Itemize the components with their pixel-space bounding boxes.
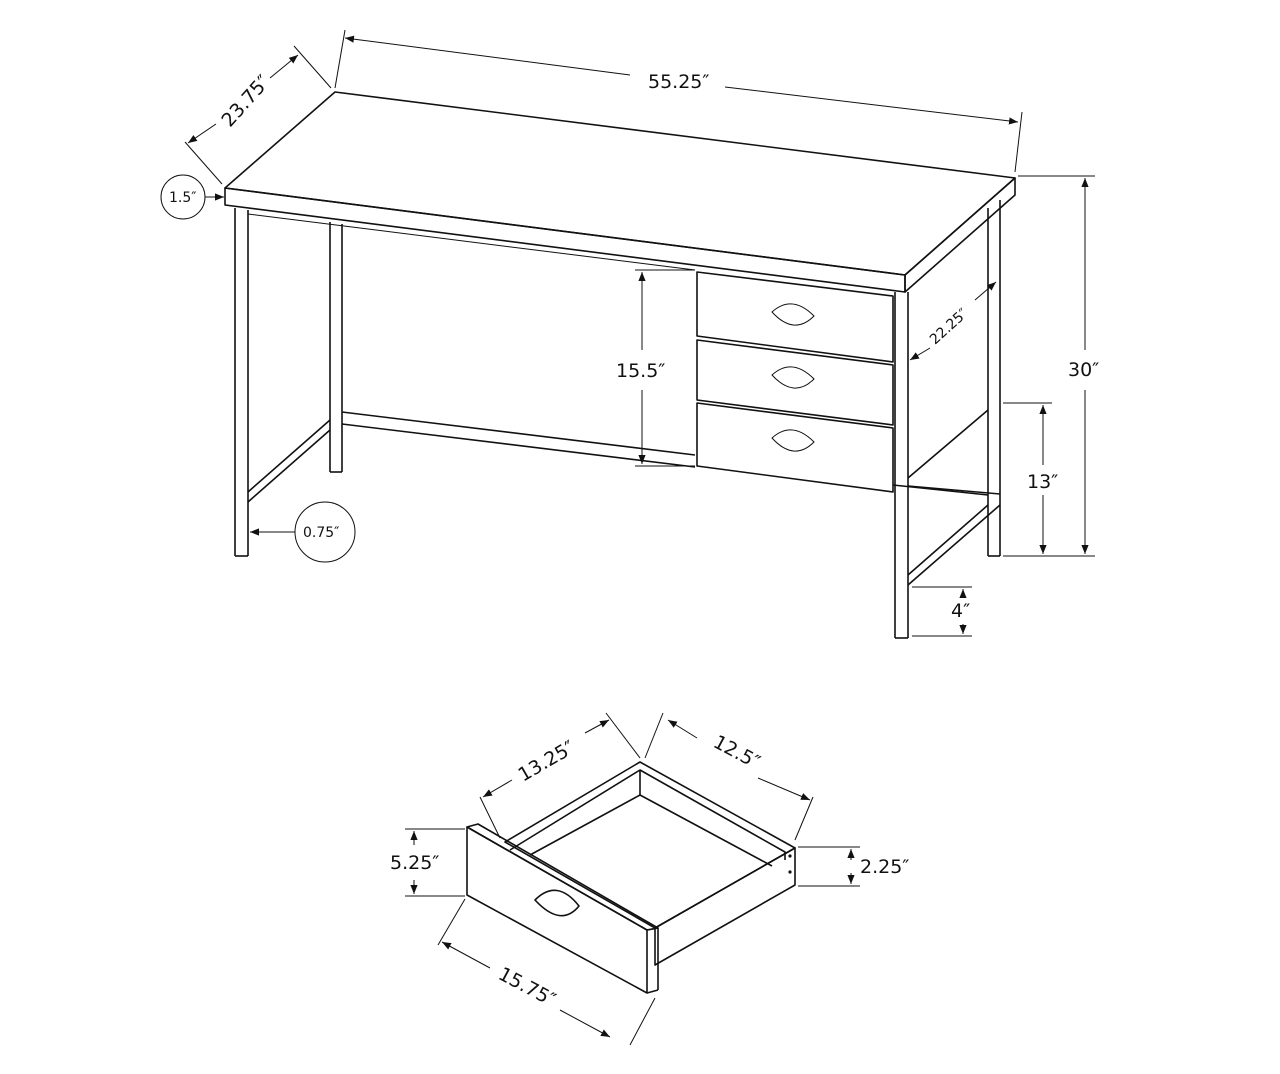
drawer-side-height-label: 2.25″ (860, 856, 909, 878)
desk-height-label: 30″ (1068, 359, 1099, 381)
inner-depth-label: 22.25″ (927, 306, 971, 348)
drawer-stack (696, 271, 894, 493)
left-back-leg (329, 222, 343, 473)
drawer-inner-width-label: 12.5″ (710, 731, 764, 774)
drawer-inner-depth-label: 13.25″ (515, 737, 579, 787)
drawer-stack-height-label: 15.5″ (616, 360, 665, 382)
drawer-dimensions: 13.25″ 12.5″ 5.25″ 2.25″ 15.75″ (390, 712, 909, 1046)
desk-width-label: 55.25″ (648, 71, 710, 93)
left-front-leg (234, 208, 249, 557)
drawer-front-height-label: 5.25″ (390, 852, 439, 874)
leg-width-label: 0.75″ (303, 525, 339, 541)
right-front-leg (894, 292, 909, 639)
drawer-illustration (466, 761, 796, 994)
desktop-surface (224, 91, 1016, 276)
desk-depth-label: 23.75″ (217, 71, 275, 131)
drawer-front (466, 826, 648, 994)
foot-clearance-label: 4″ (951, 600, 970, 622)
desk-illustration (224, 91, 1016, 639)
drawer-pull (534, 889, 580, 917)
drawer-front-width-label: 15.75″ (495, 963, 560, 1011)
desktop-side-edge (904, 177, 1016, 293)
top-thickness-label: 1.5″ (169, 190, 197, 206)
right-back-leg (987, 200, 1001, 557)
shelf-height-label: 13″ (1027, 471, 1058, 493)
desktop-front-edge (224, 187, 906, 293)
